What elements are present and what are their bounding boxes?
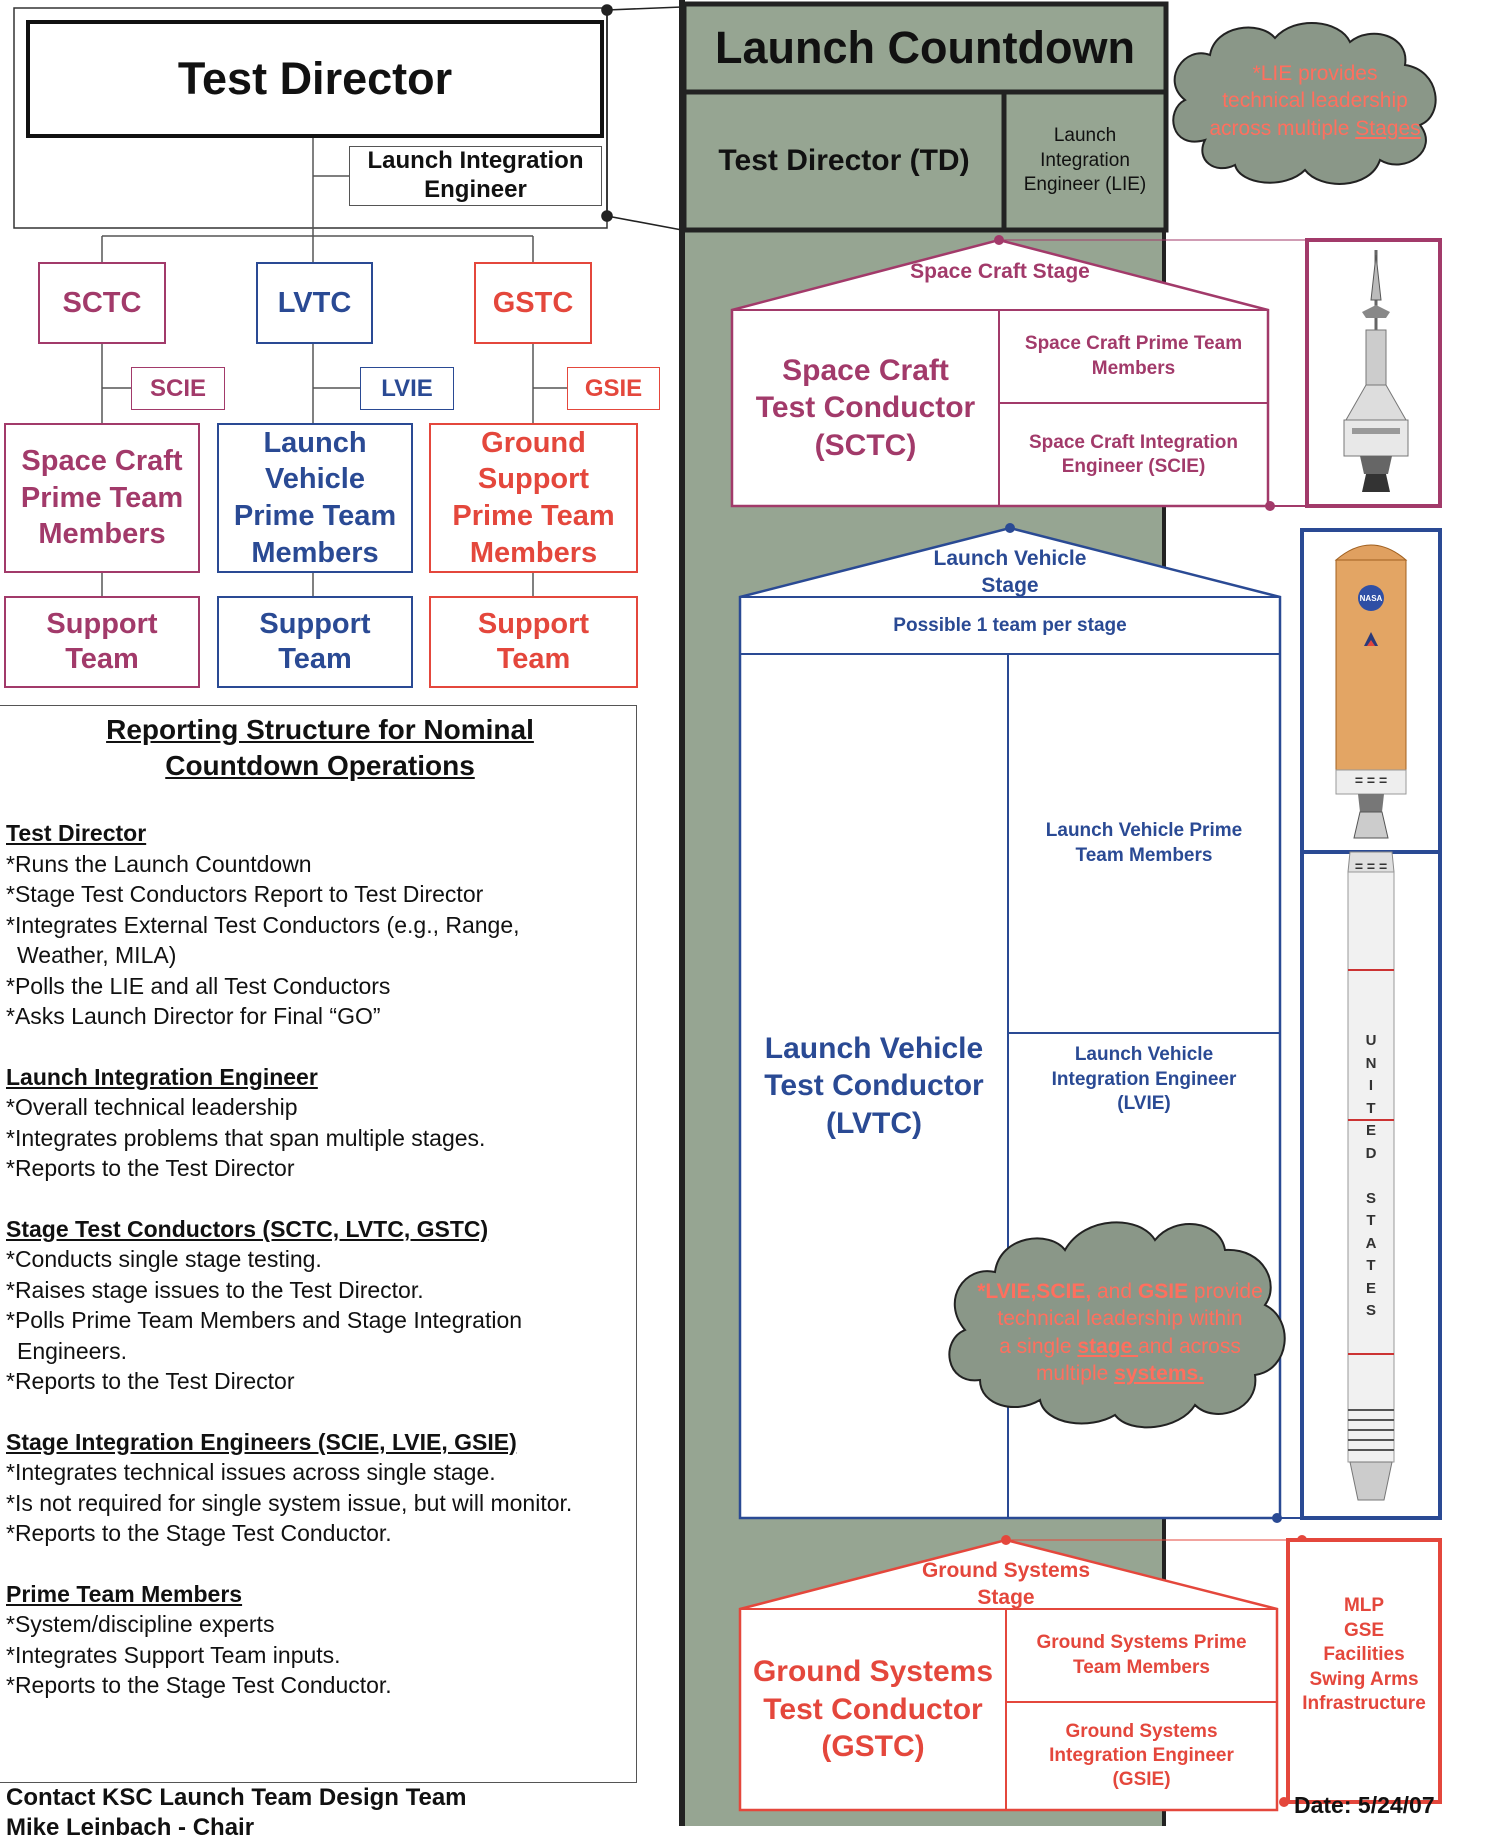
nasa-logo: NASA xyxy=(1359,593,1383,603)
sc-prime-team-box: Space Craft Prime Team Members xyxy=(4,423,200,573)
section-heading: Prime Team Members xyxy=(6,1580,243,1607)
section-heading: Launch Integration Engineer xyxy=(6,1063,318,1090)
contact-line-1: Contact KSC Launch Team Design Team xyxy=(6,1784,467,1811)
date-label: Date: 5/24/07 xyxy=(1294,1792,1435,1818)
sc-stage-roof-label: Space Craft Stage xyxy=(910,260,1090,283)
gstc-box: GSTC xyxy=(474,262,592,344)
sctc-cell: Space Craft Test Conductor (SCTC) xyxy=(755,353,976,462)
section-item: *Reports to the Test Director xyxy=(6,1155,295,1181)
section-item: *Conducts single stage testing. xyxy=(6,1246,322,1272)
scie-box: SCIE xyxy=(131,367,225,410)
lv-note: Possible 1 team per stage xyxy=(893,615,1127,636)
united-states-letter: I xyxy=(1368,1077,1374,1094)
lie-box: Launch Integration Engineer xyxy=(349,146,602,206)
mlp-item: GSE xyxy=(1343,1619,1385,1641)
cloud-top xyxy=(1172,22,1437,185)
section-item: *Raises stage issues to the Test Directo… xyxy=(6,1276,424,1303)
gs-support-team-box: Support Team xyxy=(429,596,638,688)
section-item: *Integrates technical issues across sing… xyxy=(6,1459,496,1485)
launch-countdown-title: Launch Countdown xyxy=(715,22,1135,73)
mlp-item: Infrastructure xyxy=(1302,1693,1426,1714)
lvtc-cell: Launch Vehicle Test Conductor (LVTC) xyxy=(764,1031,984,1140)
lv-prime-team-cell: Launch Vehicle Prime Team Members xyxy=(1045,820,1243,866)
section-item: *Integrates Support Team inputs. xyxy=(6,1641,341,1668)
lv-prime-team-box: Launch Vehicle Prime Team Members xyxy=(217,423,413,573)
united-states-letter: T xyxy=(1366,1099,1376,1117)
united-states-letter: S xyxy=(1365,1302,1376,1319)
cloud-top-text: *LIE provides technical leadership acros… xyxy=(1209,62,1421,140)
lie-cell: Launch Integration Engineer (LIE) xyxy=(1023,124,1147,196)
scie-cell: Space Craft Integration Engineer (SCIE) xyxy=(1028,431,1239,477)
section-heading: Test Director xyxy=(6,820,147,846)
mlp-item: Swing Arms xyxy=(1309,1668,1419,1690)
section-item: *Reports to the Stage Test Conductor. xyxy=(6,1520,392,1546)
section-item: *Overall technical leadership xyxy=(6,1094,298,1120)
section-heading: Stage Integration Engineers (SCIE, LVIE,… xyxy=(6,1428,517,1455)
reporting-sections: Test Director *Runs the Launch Countdown *… xyxy=(6,818,606,1701)
reporting-structure-panel xyxy=(0,705,637,1783)
lvie-box: LVIE xyxy=(360,367,454,410)
gs-stage-roof-label: Ground Systems Stage xyxy=(921,1559,1091,1610)
section-item: *Polls the LIE and all Test Conductors xyxy=(6,972,391,999)
united-states-letter: N xyxy=(1365,1054,1377,1072)
cloud-mid xyxy=(948,1221,1286,1429)
section-item: *Stage Test Conductors Report to Test Di… xyxy=(6,881,484,907)
section-item: *Integrates External Test Conductors (e.… xyxy=(6,911,520,969)
united-states-letter: T xyxy=(1366,1212,1376,1229)
lv-support-team-box: Support Team xyxy=(217,596,413,688)
lv-stage-roof-label: Launch Vehicle Stage xyxy=(933,547,1087,598)
rocket-band-text-2: = = = xyxy=(1354,858,1388,874)
section-item: *Asks Launch Director for Final “GO” xyxy=(6,1003,381,1029)
td-cell: Test Director (TD) xyxy=(718,144,970,177)
section-item: *Runs the Launch Countdown xyxy=(6,850,312,877)
lvie-cell: Launch Vehicle Integration Engineer (LVI… xyxy=(1051,1044,1237,1115)
united-states-letter: A xyxy=(1365,1234,1377,1252)
sc-prime-team-cell: Space Craft Prime Team Members xyxy=(1024,333,1243,379)
cloud-mid-text: *LVIE,SCIE, and GSIE provide technical l… xyxy=(977,1280,1263,1385)
section-item: *Polls Prime Team Members and Stage Inte… xyxy=(6,1307,523,1364)
section-heading: Stage Test Conductors (SCTC, LVTC, GSTC) xyxy=(6,1215,489,1242)
mlp-item: Facilities xyxy=(1323,1644,1405,1665)
united-states-letter: T xyxy=(1366,1257,1376,1274)
united-states-letter: D xyxy=(1365,1144,1377,1162)
gs-prime-team-box: Ground Support Prime Team Members xyxy=(429,423,638,573)
section-item: *Integrates problems that span multiple … xyxy=(6,1124,486,1151)
section-item: *Reports to the Stage Test Conductor. xyxy=(6,1672,392,1698)
rocket-illustration xyxy=(1334,250,1409,1501)
sctc-box: SCTC xyxy=(38,262,166,344)
united-states-letter xyxy=(1362,1165,1380,1188)
contact-line-2: Mike Leinbach - Chair xyxy=(6,1814,255,1841)
gsie-cell: Ground Systems Integration Engineer (GSI… xyxy=(1049,1721,1234,1790)
gstc-cell: Ground Systems Test Conductor (GSTC) xyxy=(752,1655,994,1764)
test-director-box: Test Director xyxy=(26,20,604,138)
section-item: *Reports to the Test Director xyxy=(6,1368,295,1394)
united-states-letter: U xyxy=(1365,1032,1377,1049)
united-states-letter: E xyxy=(1365,1122,1376,1139)
reporting-title: Reporting Structure for Nominal Countdow… xyxy=(106,714,534,782)
rocket-band-text: = = = xyxy=(1354,772,1388,788)
gs-prime-team-cell: Ground Systems Prime Team Members xyxy=(1036,1632,1247,1678)
united-states-letter: S xyxy=(1365,1189,1376,1207)
gsie-box: GSIE xyxy=(567,367,660,410)
united-states-letter: E xyxy=(1365,1279,1376,1297)
lvtc-box: LVTC xyxy=(256,262,373,344)
mlp-item: MLP xyxy=(1343,1595,1385,1616)
sc-support-team-box: Support Team xyxy=(4,596,200,688)
section-item: *Is not required for single system issue… xyxy=(6,1489,573,1516)
section-item: *System/discipline experts xyxy=(6,1611,275,1637)
